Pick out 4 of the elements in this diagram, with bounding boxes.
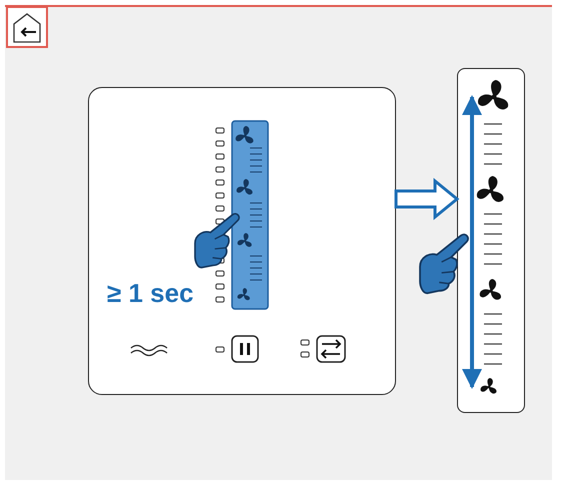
control-panel [88,87,396,395]
duration-label: ≥ 1 sec [107,278,194,309]
block-arrow [394,178,460,220]
fan-speed-strip [457,68,525,413]
